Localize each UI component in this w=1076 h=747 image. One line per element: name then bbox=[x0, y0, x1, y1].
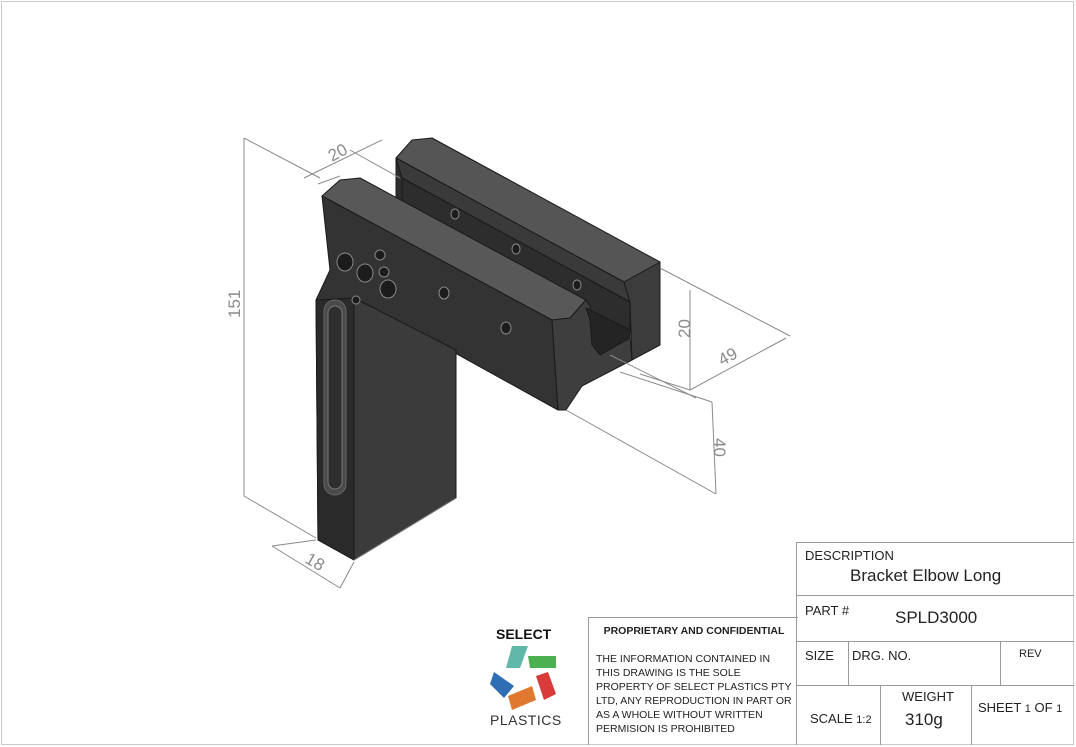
part-label: PART # bbox=[805, 603, 850, 618]
sheet-label: SHEET bbox=[978, 700, 1022, 715]
select-plastics-logo bbox=[490, 646, 556, 710]
weight-label: WEIGHT bbox=[902, 689, 954, 704]
title-block-col-divider-sheet bbox=[971, 685, 972, 745]
scale-value: 1:2 bbox=[856, 714, 872, 726]
title-block-row-divider-2 bbox=[796, 641, 1074, 642]
logo-swatch-red bbox=[536, 672, 556, 700]
confidential-box bbox=[588, 617, 798, 745]
sheet-of: OF bbox=[1034, 700, 1053, 715]
back-upright-right-face bbox=[623, 261, 661, 361]
dimension-lines bbox=[243, 137, 791, 589]
dim-49: 49 bbox=[715, 344, 741, 370]
description-value: Bracket Elbow Long bbox=[850, 566, 1002, 585]
part-value: SPLD3000 bbox=[895, 608, 978, 627]
drg-no-label: DRG. NO. bbox=[852, 648, 912, 663]
dim-151: 151 bbox=[225, 290, 244, 318]
title-block bbox=[796, 542, 1074, 745]
dim-20-slot: 20 bbox=[675, 319, 694, 338]
rev-label: REV bbox=[1019, 648, 1042, 660]
sheet-info: SHEET 1 OF 1 bbox=[978, 700, 1062, 715]
confidential-text: THE INFORMATION CONTAINED IN THIS DRAWIN… bbox=[596, 653, 792, 735]
size-label: SIZE bbox=[805, 648, 834, 663]
bracket-part bbox=[315, 137, 661, 561]
weight-value: 310g bbox=[905, 710, 943, 729]
confidential-title: PROPRIETARY AND CONFIDENTIAL bbox=[603, 625, 785, 637]
logo-text-select: SELECT bbox=[496, 626, 552, 642]
dim-40: 40 bbox=[710, 438, 729, 457]
title-block-col-divider-size bbox=[848, 641, 849, 685]
logo-swatch-orange bbox=[508, 686, 536, 710]
logo-text-plastics: PLASTICS bbox=[490, 712, 562, 728]
dim-18: 18 bbox=[302, 549, 328, 575]
title-block-row-divider-3 bbox=[796, 685, 1074, 686]
sheet-total: 1 bbox=[1056, 703, 1063, 715]
logo-swatch-green bbox=[528, 656, 556, 668]
logo-swatch-blue bbox=[490, 672, 514, 698]
title-block-col-divider-rev bbox=[1000, 641, 1001, 685]
slot-notch bbox=[585, 307, 631, 356]
sheet-number: 1 bbox=[1024, 703, 1031, 715]
title-block-row-divider-1 bbox=[796, 595, 1074, 596]
dim-20-top: 20 bbox=[325, 140, 351, 166]
title-block-col-divider-weight bbox=[880, 685, 881, 745]
description-label: DESCRIPTION bbox=[805, 548, 894, 563]
scale-label: SCALE 1:2 bbox=[810, 711, 872, 726]
logo-swatch-teal bbox=[506, 646, 528, 668]
holes bbox=[336, 208, 582, 335]
scale-label-text: SCALE bbox=[810, 711, 853, 726]
